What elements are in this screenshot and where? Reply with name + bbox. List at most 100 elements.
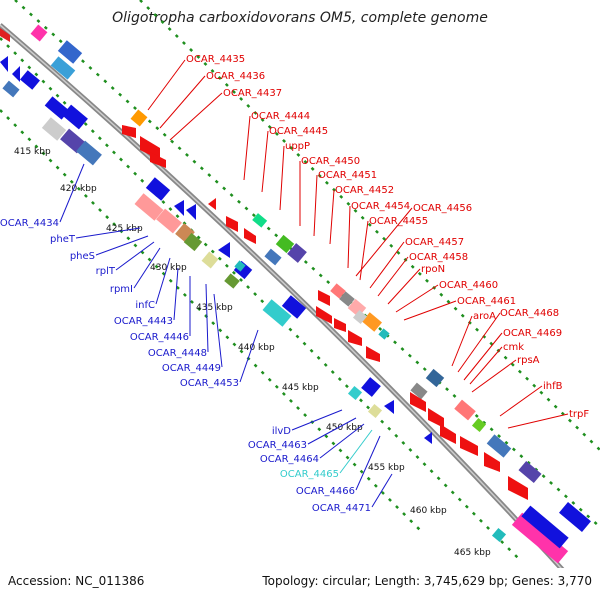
gene-feature — [264, 248, 282, 266]
gene-feature — [0, 28, 10, 42]
gene-feature — [366, 346, 380, 362]
forward-strand-features — [0, 24, 542, 500]
gene-feature — [76, 140, 102, 166]
gene-label: OCAR_4466 — [296, 486, 355, 497]
gene-feature — [183, 232, 203, 252]
reverse-gene-labels: OCAR_4434 pheT pheS rplT rpmI infC OCAR_… — [0, 218, 371, 514]
gene-feature — [318, 290, 330, 306]
gene-feature — [316, 306, 332, 324]
gene-label: OCAR_4435 — [186, 54, 245, 65]
gene-feature — [339, 291, 355, 307]
gene-feature — [150, 152, 166, 168]
gene-feature — [460, 436, 478, 456]
kbp-tick: 430 kbp — [150, 263, 187, 273]
gene-feature — [410, 392, 426, 412]
gene-label: cmk — [503, 342, 524, 353]
gene-feature — [218, 242, 230, 258]
gene-label: OCAR_4456 — [413, 203, 472, 214]
gene-feature — [361, 377, 381, 397]
gene-label: uppP — [285, 141, 310, 152]
gene-label: OCAR_4464 — [260, 454, 319, 465]
gene-feature — [348, 330, 362, 346]
gene-feature — [521, 505, 569, 549]
gene-label: OCAR_4452 — [335, 185, 394, 196]
genome-summary-text: Topology: circular; Length: 3,745,629 bp… — [261, 574, 592, 588]
gene-label: OCAR_4460 — [439, 280, 498, 291]
kbp-tick: 420 kbp — [60, 184, 97, 194]
gene-feature — [424, 432, 432, 444]
accession-text: Accession: NC_011386 — [8, 574, 144, 588]
reverse-strand-features — [0, 56, 591, 564]
gene-feature — [12, 66, 20, 82]
gene-feature — [224, 273, 240, 289]
gene-label: rpsA — [517, 355, 540, 366]
gene-label: OCAR_4468 — [500, 308, 559, 319]
gene-feature — [201, 251, 219, 269]
gene-feature — [145, 177, 171, 201]
gene-feature — [378, 328, 390, 340]
gene-feature — [234, 260, 246, 272]
gene-feature — [134, 193, 164, 221]
gene-feature — [156, 208, 182, 234]
forward-leader-lines — [147, 59, 569, 429]
kbp-tick: 415 kbp — [14, 147, 51, 157]
gene-feature — [425, 368, 445, 388]
gene-feature — [60, 128, 86, 154]
gene-feature — [244, 228, 256, 244]
kbp-tick: 440 kbp — [238, 343, 275, 353]
gene-label: OCAR_4451 — [318, 170, 377, 181]
gene-feature — [44, 96, 70, 120]
gene-label: OCAR_4445 — [269, 126, 328, 137]
footer-background — [0, 568, 600, 600]
gene-feature — [30, 24, 48, 42]
kbp-tick: 465 kbp — [454, 548, 491, 558]
gene-feature — [62, 104, 88, 130]
gene-feature — [559, 501, 591, 533]
gene-feature — [57, 40, 83, 64]
gene-feature — [454, 399, 476, 421]
gene-label: rpmI — [110, 284, 133, 295]
gene-feature — [428, 408, 444, 428]
kbp-tick: 445 kbp — [282, 383, 319, 393]
gene-feature — [275, 234, 295, 254]
forward-gene-labels: OCAR_4435 OCAR_4436 OCAR_4437 OCAR_4444 … — [186, 54, 589, 420]
gene-label: OCAR_4455 — [369, 216, 428, 227]
gene-feature — [0, 56, 8, 72]
gene-feature — [508, 476, 528, 500]
kbp-tick: 460 kbp — [410, 506, 447, 516]
gene-feature — [347, 385, 363, 401]
gene-label: OCAR_4450 — [301, 156, 360, 167]
gene-label: pheS — [70, 251, 95, 262]
gene-feature — [50, 56, 76, 80]
kbp-tick: 450 kbp — [326, 423, 363, 433]
gene-feature — [334, 318, 346, 332]
gene-label: OCAR_4457 — [405, 237, 464, 248]
track-guides — [0, 0, 600, 561]
gene-feature — [262, 299, 292, 327]
gene-feature — [471, 417, 487, 433]
gene-feature — [384, 400, 394, 414]
gene-label: ilvD — [272, 426, 291, 437]
gene-feature — [440, 424, 456, 444]
gene-label: ihfB — [543, 381, 563, 392]
gene-feature — [208, 198, 216, 210]
gene-feature — [130, 109, 148, 127]
gene-label: OCAR_4443 — [114, 316, 173, 327]
gene-feature — [140, 136, 160, 160]
gene-label: OCAR_4461 — [457, 296, 516, 307]
gene-label: rpoN — [421, 264, 445, 275]
gene-feature — [2, 80, 20, 98]
gene-label: OCAR_4434 — [0, 218, 59, 229]
gene-label: OCAR_4444 — [251, 111, 310, 122]
gene-feature — [352, 309, 368, 325]
gene-feature — [20, 70, 40, 90]
gene-label: OCAR_4436 — [206, 71, 265, 82]
gene-feature — [410, 382, 428, 400]
gene-feature — [122, 125, 136, 138]
map-title: Oligotropha carboxidovorans OM5, complet… — [112, 10, 488, 26]
gene-feature — [252, 213, 268, 228]
gene-label: OCAR_4469 — [503, 328, 562, 339]
gene-label: OCAR_4458 — [409, 252, 468, 263]
gene-feature — [281, 295, 307, 319]
